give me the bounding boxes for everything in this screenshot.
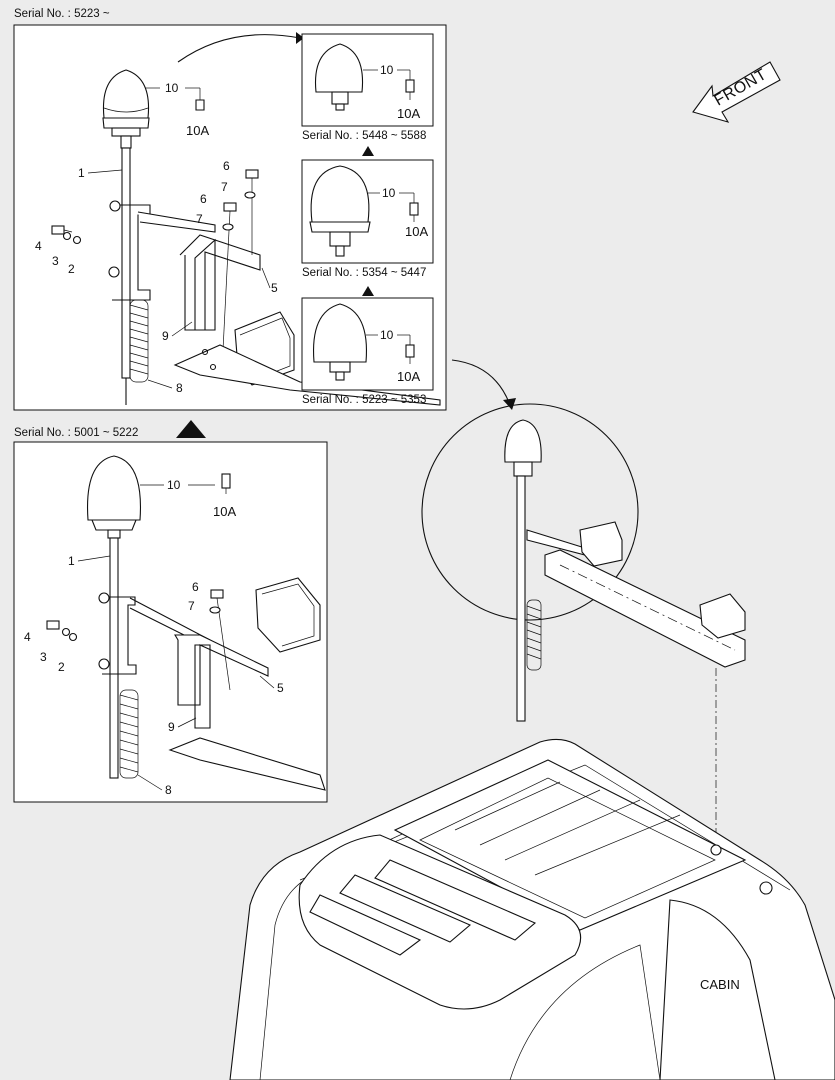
spring-coil-old	[119, 689, 139, 779]
serial-bottom-main: Serial No. : 5001 ~ 5222	[14, 427, 138, 439]
clamp-bolt-upper	[109, 200, 121, 212]
callout-7-top-a: 7	[221, 180, 228, 194]
callout-10-inset1: 10	[380, 63, 394, 77]
inset3-beacon	[312, 303, 368, 363]
cabin-body	[229, 738, 835, 1080]
inset2-bulb-icon	[409, 202, 419, 222]
pointer-arrow-detail	[451, 359, 511, 406]
pointer-arrow-top	[177, 34, 301, 63]
washer-7-lower	[222, 223, 234, 231]
clamp-bolt-lower	[108, 266, 120, 278]
bolt-4	[51, 225, 73, 235]
callout-3-top: 3	[52, 254, 59, 268]
callout-2-bottom: 2	[58, 660, 65, 674]
inset1-bulb-icon	[405, 79, 415, 100]
roof-plate	[173, 344, 441, 406]
callout-10a-inset2: 10A	[405, 224, 428, 239]
callout-10-inset3: 10	[380, 328, 394, 342]
callout-8-bottom: 8	[165, 783, 172, 797]
bracket-5	[179, 234, 261, 331]
inset2-beacon	[310, 165, 370, 223]
detail-beacon	[504, 419, 542, 477]
callout-10-inset2: 10	[382, 186, 396, 200]
callout-6-bottom: 6	[192, 580, 199, 594]
washer-2	[72, 235, 82, 245]
detail-pole	[516, 475, 526, 722]
washer-7-old	[209, 606, 221, 614]
callout-1-top: 1	[78, 166, 85, 180]
callout-6-top-b: 6	[200, 192, 207, 206]
callout-10-bottom: 10	[167, 478, 181, 492]
spring-coil	[129, 299, 149, 383]
callout-3-bottom: 3	[40, 650, 47, 664]
callout-5-bottom: 5	[277, 681, 284, 695]
washer-7-upper	[244, 191, 256, 199]
triangle-marker-2	[362, 286, 374, 296]
callout-8-top: 8	[176, 381, 183, 395]
inset1-beacon	[314, 43, 364, 93]
callout-9-bottom: 9	[168, 720, 175, 734]
callout-9-top: 9	[162, 329, 169, 343]
pole-clamp	[110, 204, 151, 301]
mounting-pole-old	[109, 537, 119, 779]
mounting-pole	[121, 147, 131, 405]
bracket-9	[194, 238, 216, 331]
callout-10a-inset3: 10A	[397, 369, 420, 384]
serial-top-main: Serial No. : 5223 ~	[14, 8, 110, 20]
callout-2-top: 2	[68, 262, 75, 276]
callout-4-bottom: 4	[24, 630, 31, 644]
cabin-label: CABIN	[700, 977, 740, 992]
callout-4-top: 4	[35, 239, 42, 253]
inset3-bulb-icon	[405, 344, 415, 364]
callout-10a-inset1: 10A	[397, 106, 420, 121]
bolt-6-upper	[245, 169, 259, 255]
pole-clamp-old	[100, 596, 137, 675]
triangle-marker-1	[362, 146, 374, 156]
roof-plate-old	[168, 737, 326, 791]
washer-3	[62, 231, 72, 241]
front-arrow-icon: FRONT	[692, 61, 781, 123]
bulb-icon	[195, 99, 205, 111]
callout-10a-top: 10A	[186, 123, 209, 138]
work-lamp-old	[255, 577, 321, 653]
detail-work-lamp	[579, 521, 623, 567]
callout-1-bottom: 1	[68, 554, 75, 568]
bolt-6-lower	[221, 202, 237, 371]
detail-circle	[421, 403, 639, 621]
callout-6-top-a: 6	[223, 159, 230, 173]
detail-work-lamp-2	[699, 593, 746, 639]
serial-inset1: Serial No. : 5448 ~ 5588	[302, 130, 426, 142]
bolt-4-old	[46, 620, 60, 630]
serial-inset2: Serial No. : 5354 ~ 5447	[302, 267, 426, 279]
bulb-icon-bottom	[221, 473, 231, 494]
beacon-lamp-old	[86, 455, 142, 539]
triangle-marker-main	[176, 420, 206, 438]
bracket-arm	[137, 211, 216, 233]
callout-10-top: 10	[165, 81, 179, 95]
callout-7-bottom: 7	[188, 599, 195, 613]
callout-10a-bottom: 10A	[213, 504, 236, 519]
bracket-9-old	[194, 644, 211, 729]
serial-inset3: Serial No. : 5223 ~ 5353	[302, 394, 426, 406]
detail-spring	[526, 599, 542, 671]
bolt-6-old	[210, 589, 231, 691]
callout-7-top-b: 7	[196, 212, 203, 226]
callout-5-top: 5	[271, 281, 278, 295]
beacon-lamp	[102, 69, 150, 149]
detail-rail	[544, 549, 746, 668]
